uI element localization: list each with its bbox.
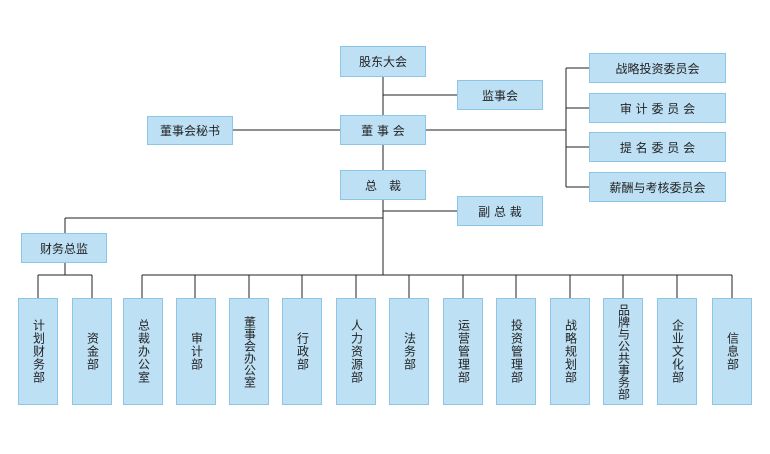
strategy-investment-committee-box: 战略投资委员会	[589, 53, 726, 83]
department-box: 投资管理部	[496, 298, 536, 405]
department-label: 资金部	[85, 332, 100, 371]
department-box: 人力资源部	[336, 298, 376, 405]
department-label: 人力资源部	[349, 319, 364, 384]
supervisory-board-box: 监事会	[457, 80, 543, 110]
department-box: 品牌与公共事务部	[603, 298, 643, 405]
remuneration-committee-box: 薪酬与考核委员会	[589, 172, 726, 202]
department-label: 法务部	[402, 332, 417, 371]
nomination-committee-box: 提 名 委 员 会	[589, 132, 726, 162]
department-box: 资金部	[72, 298, 112, 405]
department-box: 审计部	[176, 298, 216, 405]
department-box: 信息部	[712, 298, 752, 405]
vice-president-box: 副 总 裁	[457, 196, 543, 226]
department-label: 投资管理部	[509, 319, 524, 384]
department-label: 行政部	[295, 332, 310, 371]
department-label: 信息部	[725, 332, 740, 371]
audit-committee-box: 审 计 委 员 会	[589, 93, 726, 123]
department-box: 战略规划部	[550, 298, 590, 405]
president-box: 总 裁	[340, 170, 426, 200]
department-label: 运营管理部	[456, 319, 471, 384]
department-label: 品牌与公共事务部	[616, 303, 631, 400]
cfo-box: 财务总监	[21, 233, 107, 263]
department-label: 审计部	[189, 332, 204, 371]
board-of-directors-box: 董 事 会	[340, 115, 426, 145]
department-label: 董事会办公室	[242, 315, 257, 388]
board-secretary-box: 董事会秘书	[147, 116, 233, 145]
department-label: 计划财务部	[31, 319, 46, 384]
department-label: 战略规划部	[563, 319, 578, 384]
department-box: 计划财务部	[18, 298, 58, 405]
department-box: 董事会办公室	[229, 298, 269, 405]
shareholders-meeting-box: 股东大会	[340, 46, 426, 77]
department-box: 法务部	[389, 298, 429, 405]
department-box: 行政部	[282, 298, 322, 405]
department-label: 企业文化部	[670, 319, 685, 384]
department-box: 运营管理部	[443, 298, 483, 405]
department-label: 总裁办公室	[136, 319, 151, 384]
department-box: 总裁办公室	[123, 298, 163, 405]
department-box: 企业文化部	[657, 298, 697, 405]
